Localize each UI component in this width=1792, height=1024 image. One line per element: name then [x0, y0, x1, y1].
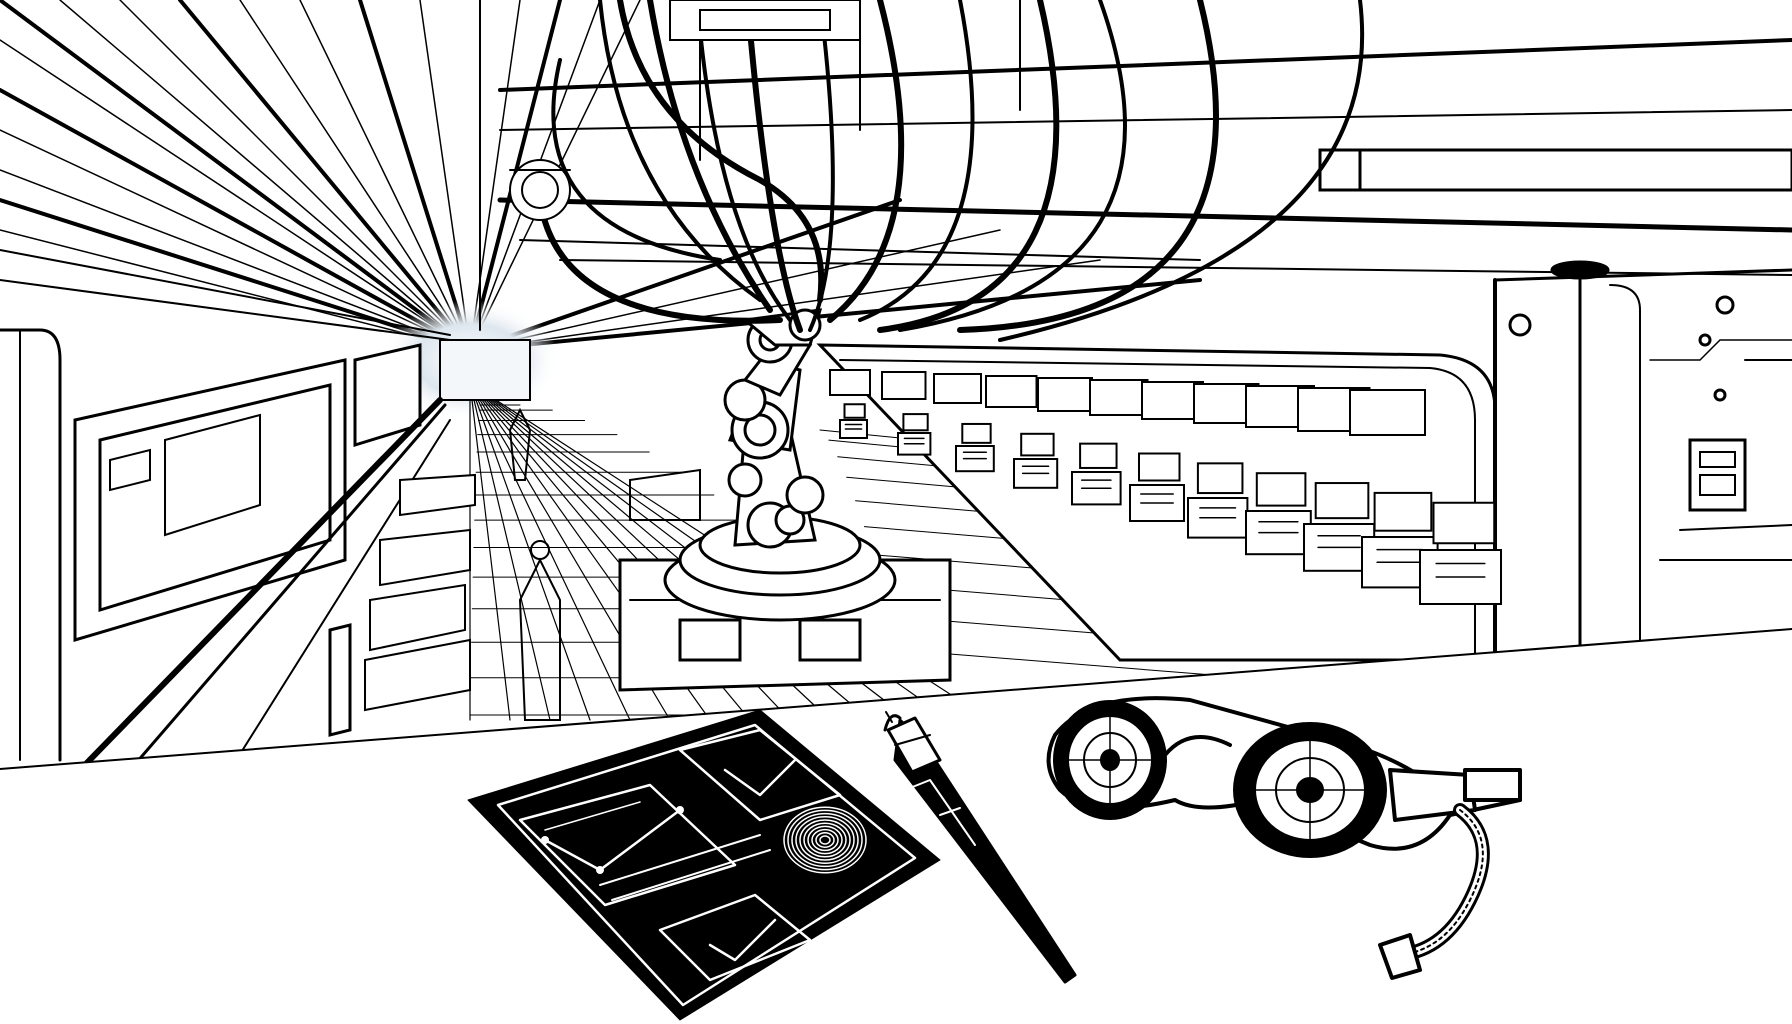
workstation-rows — [829, 369, 1502, 605]
vr-goggles — [1046, 696, 1522, 980]
cable — [808, 0, 835, 332]
cable — [827, 0, 905, 323]
workstation — [1303, 482, 1376, 572]
cable — [898, 0, 1127, 332]
robotic-arm — [618, 308, 952, 692]
cable — [647, 0, 773, 313]
cable-bundle — [537, 0, 1365, 342]
workstation — [955, 422, 995, 473]
cable — [747, 27, 803, 333]
cable — [998, 0, 1365, 342]
cable — [877, 0, 1060, 333]
cable — [598, 0, 762, 302]
workstation — [1013, 432, 1059, 489]
workstation — [1419, 501, 1502, 605]
cable — [698, 28, 792, 322]
cable — [551, 58, 722, 262]
cable-hub — [509, 0, 861, 221]
workstation — [1071, 442, 1122, 506]
cable — [617, 0, 825, 303]
workstation — [1245, 472, 1312, 556]
cable — [537, 197, 783, 324]
spiral-dial — [783, 806, 867, 874]
stylus-pen — [883, 711, 1077, 984]
distant-figures — [508, 407, 701, 721]
blueprint-tablet — [467, 709, 941, 1021]
workstation — [839, 403, 868, 439]
left-console-stack — [328, 473, 476, 737]
cable — [858, 0, 975, 322]
workstation — [897, 413, 932, 456]
cable — [957, 0, 1219, 333]
workstation — [1187, 462, 1249, 539]
workstation — [1129, 452, 1185, 522]
desk-objects — [467, 696, 1522, 1021]
